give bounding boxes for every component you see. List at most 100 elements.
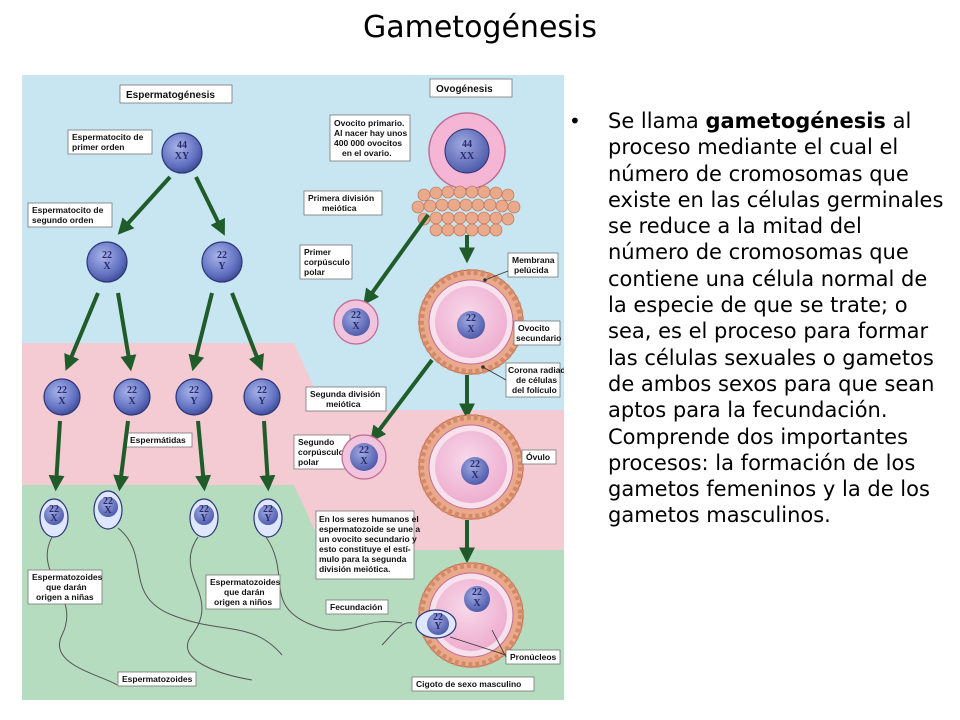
espermatocito-primer-orden-cell: 44 XY <box>161 132 203 174</box>
svg-text:22: 22 <box>102 250 112 261</box>
svg-text:X: X <box>58 396 66 407</box>
svg-text:22: 22 <box>199 504 209 515</box>
svg-text:X: X <box>352 321 360 332</box>
svg-text:22: 22 <box>217 250 227 261</box>
ovocito-secundario-cell: 22 X <box>418 269 524 375</box>
svg-text:22: 22 <box>57 385 67 396</box>
svg-text:meiótica: meiótica <box>322 203 357 213</box>
label-espermatidas: Espermátidas <box>130 435 186 445</box>
description-panel: • Se llama gametogénesis al proceso medi… <box>569 108 948 529</box>
svg-text:primer orden: primer orden <box>72 142 124 152</box>
svg-text:22: 22 <box>359 445 369 456</box>
svg-text:Y: Y <box>190 396 198 407</box>
label-corona-radiada: Corona radiada <box>508 365 564 375</box>
svg-text:Y: Y <box>434 621 442 632</box>
svg-text:22: 22 <box>189 385 199 396</box>
svg-text:polar: polar <box>298 457 319 467</box>
svg-text:XY: XY <box>175 151 190 162</box>
green-band <box>22 485 564 700</box>
espermatida-y-1: 22 Y <box>175 378 213 416</box>
label-cigoto: Cigoto de sexo masculino <box>416 679 521 689</box>
label-ovulo: Óvulo <box>526 451 550 462</box>
svg-text:X: X <box>128 396 136 407</box>
celulas-foliculares <box>411 185 521 237</box>
segundo-corpusculo-polar: 22 X <box>341 434 387 480</box>
svg-text:que darán: que darán <box>224 587 265 597</box>
svg-text:22: 22 <box>257 385 267 396</box>
label-ovocito-secundario: Ovocito <box>518 323 550 333</box>
description-paragraph: Se llama gametogénesis al proceso median… <box>608 108 948 529</box>
svg-text:44: 44 <box>462 139 472 150</box>
header-ovogenesis: Ovogénesis <box>436 84 493 95</box>
svg-text:44: 44 <box>177 140 187 151</box>
bullet-marker: • <box>569 109 581 133</box>
svg-text:22: 22 <box>103 496 113 507</box>
svg-text:meiótica: meiótica <box>326 399 361 409</box>
svg-text:X: X <box>473 598 481 609</box>
svg-text:22: 22 <box>433 612 443 623</box>
label-membrana-pelucida: Membrana <box>512 255 555 265</box>
primer-corpusculo-polar: 22 X <box>333 299 379 345</box>
espermatocito-segundo-orden-y: 22 Y <box>201 241 243 283</box>
svg-text:Y: Y <box>218 261 226 272</box>
svg-text:22: 22 <box>351 310 361 321</box>
label-espermatocito-2: Espermatocito de <box>32 205 104 215</box>
svg-text:X: X <box>360 456 368 467</box>
label-nota: En los seres humanos el <box>319 514 419 524</box>
header-espermatogenesis: Espermatogénesis <box>126 90 215 101</box>
svg-text:22: 22 <box>472 587 482 598</box>
svg-text:XX: XX <box>460 151 475 162</box>
svg-text:secundario: secundario <box>516 333 561 343</box>
svg-text:corpúsculo: corpúsculo <box>304 257 350 267</box>
espermatozoide-y-1: 22 Y <box>186 498 253 681</box>
svg-text:un ovocito secundario y: un ovocito secundario y <box>319 534 417 544</box>
espermatozoide-x-1: 22 X <box>39 498 118 686</box>
svg-text:segundo orden: segundo orden <box>32 215 93 225</box>
svg-text:espermatozoide se une a: espermatozoide se une a <box>319 524 420 534</box>
svg-text:22: 22 <box>466 313 476 324</box>
svg-text:X: X <box>104 505 112 516</box>
label-espermatocito-1: Espermatocito de <box>72 132 144 142</box>
svg-text:división meiótica.: división meiótica. <box>319 564 390 574</box>
espermatozoide-entrante: 22 Y <box>381 609 457 646</box>
description-term: gametogénesis <box>705 109 886 133</box>
espermatida-x-2: 22 X <box>113 378 151 416</box>
espermatozoide-y-2: 22 Y <box>253 498 403 631</box>
svg-text:corpúsculo: corpúsculo <box>298 447 344 457</box>
svg-text:mulo para la segunda: mulo para la segunda <box>319 554 407 564</box>
label-segundo-corpusculo: Segundo <box>298 437 334 447</box>
ovulo-cell: 22 X <box>418 414 524 520</box>
svg-text:X: X <box>50 513 58 524</box>
svg-text:que darán: que darán <box>46 582 87 592</box>
svg-text:Y: Y <box>264 513 272 524</box>
label-primer-corpusculo: Primer <box>304 247 332 257</box>
svg-text:Y: Y <box>258 396 266 407</box>
svg-text:22: 22 <box>127 385 137 396</box>
svg-text:22: 22 <box>470 459 480 470</box>
label-ovocito-primario: Ovocito primario. <box>334 118 404 128</box>
svg-text:esto constituye el estí-: esto constituye el estí- <box>319 544 411 554</box>
label-espermatozoides-ninos: Espermatozoides <box>210 577 281 587</box>
svg-text:en el ovario.: en el ovario. <box>342 148 392 158</box>
svg-text:Y: Y <box>200 513 208 524</box>
svg-text:X: X <box>103 261 111 272</box>
label-espermatozoides: Espermatozoides <box>122 674 193 684</box>
gametogenesis-diagram: Espermatogénesis Ovogénesis 44 XY Esperm… <box>22 75 564 700</box>
svg-text:de células: de células <box>516 375 557 385</box>
svg-text:400 000 ovocitos: 400 000 ovocitos <box>334 138 402 148</box>
svg-text:22: 22 <box>49 504 59 515</box>
svg-text:Al nacer hay unos: Al nacer hay unos <box>334 128 407 138</box>
svg-text:origen a niños: origen a niños <box>214 597 272 607</box>
ovocito-primario-cell: 44 XX <box>428 112 506 190</box>
description-intro: Se llama <box>608 109 706 133</box>
espermatozoide-x-2: 22 X <box>93 490 283 656</box>
svg-text:X: X <box>467 324 475 335</box>
label-fecundacion: Fecundación <box>330 602 382 612</box>
svg-text:polar: polar <box>304 267 325 277</box>
label-pronucleos: Pronúcleos <box>510 652 557 662</box>
cigoto-cell: 22 X <box>418 562 524 668</box>
description-body: al proceso mediante el cual el número de… <box>608 109 944 528</box>
svg-text:del folículo: del folículo <box>512 385 557 395</box>
espermatocito-segundo-orden-x: 22 X <box>86 241 128 283</box>
label-primera-division: Primera división <box>308 193 374 203</box>
